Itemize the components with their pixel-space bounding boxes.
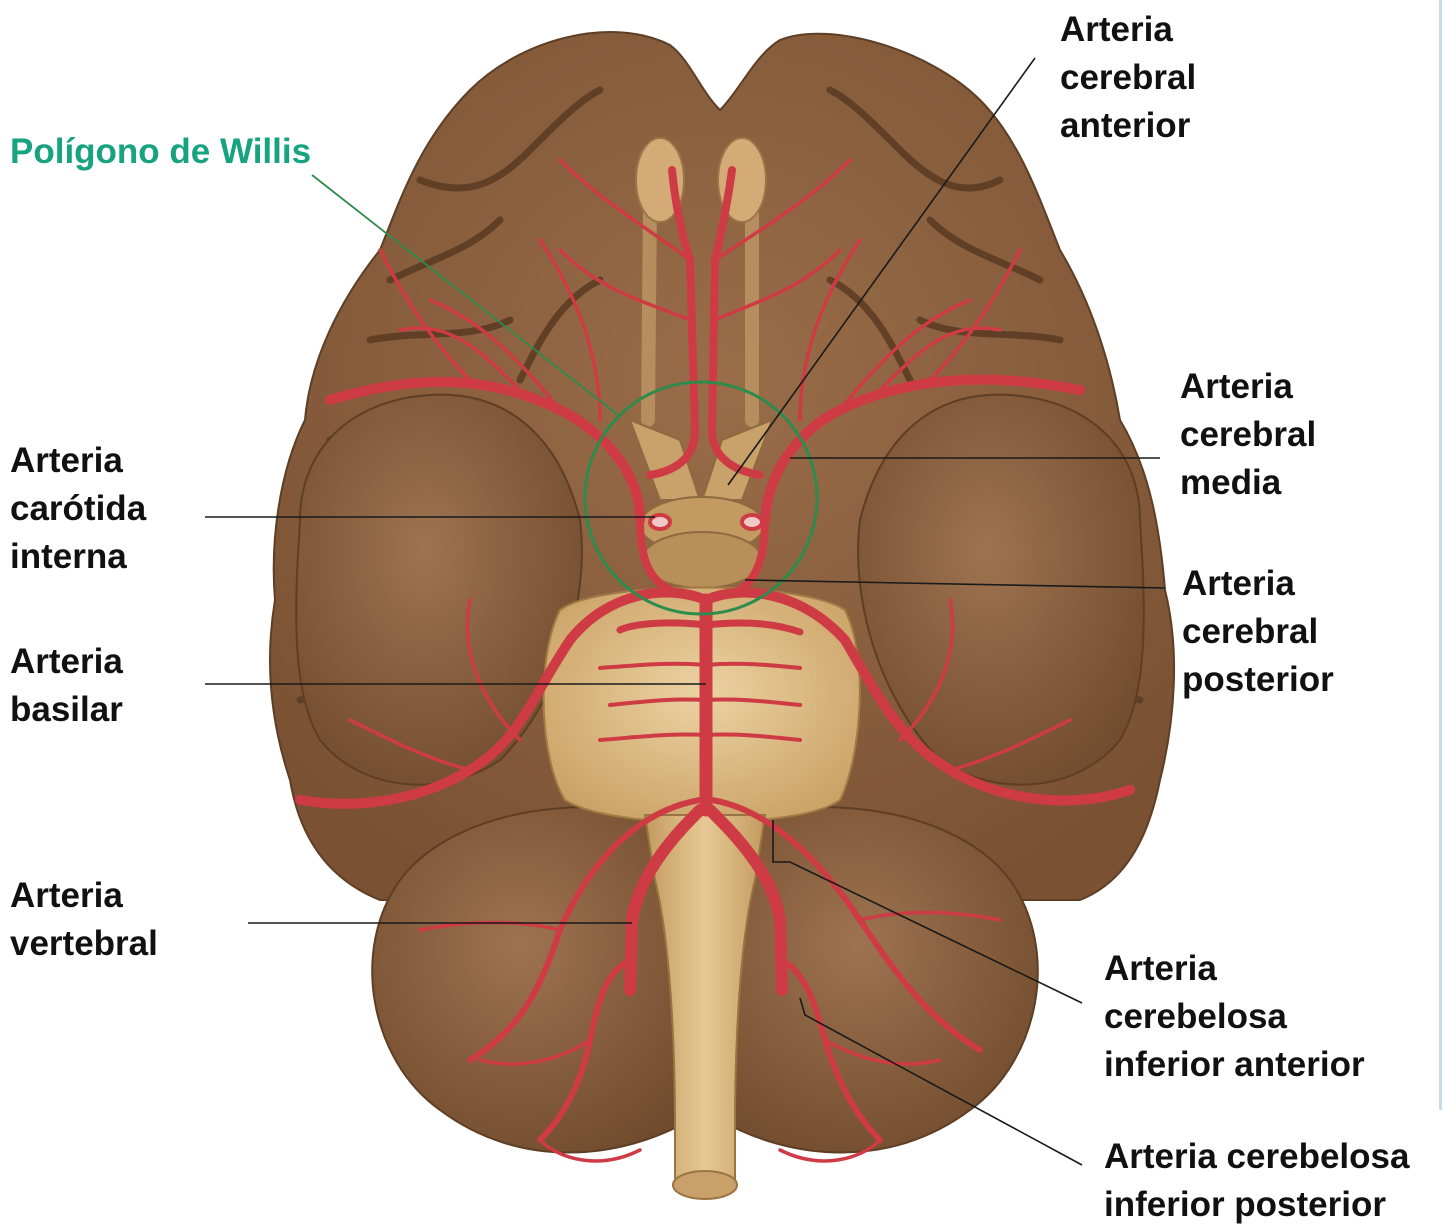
spinal-cord-section (673, 1171, 737, 1199)
label-basilar-artery: Arteria basilar (10, 638, 123, 734)
label-line: Arteria (1182, 560, 1334, 608)
label-line: Arteria (10, 437, 146, 485)
label-aica: Arteria cerebelosa inferior anterior (1104, 945, 1365, 1089)
label-line: cerebelosa (1104, 993, 1365, 1041)
label-anterior-cerebral-artery: Arteria cerebral anterior (1060, 6, 1196, 150)
label-line: media (1180, 459, 1316, 507)
label-line: cerebral (1180, 411, 1316, 459)
label-line: cerebral (1182, 608, 1334, 656)
label-line: Arteria (10, 638, 123, 686)
label-middle-cerebral-artery: Arteria cerebral media (1180, 363, 1316, 507)
label-line: Arteria (10, 872, 158, 920)
label-line: carótida (10, 485, 146, 533)
label-line: vertebral (10, 920, 158, 968)
label-polygon-of-willis-text: Polígono de Willis (10, 128, 311, 176)
page-edge-line (1439, 0, 1442, 1110)
label-line: Arteria (1180, 363, 1316, 411)
label-line: Arteria (1104, 945, 1365, 993)
label-line: Arteria (1060, 6, 1196, 54)
label-line: cerebral (1060, 54, 1196, 102)
label-line: basilar (10, 686, 123, 734)
label-posterior-cerebral-artery: Arteria cerebral posterior (1182, 560, 1334, 704)
label-line: interna (10, 533, 146, 581)
label-line: Arteria cerebelosa (1104, 1133, 1409, 1181)
label-pica: Arteria cerebelosa inferior posterior (1104, 1133, 1409, 1229)
internal-carotid-right-cut (742, 515, 762, 529)
label-internal-carotid-artery: Arteria carótida interna (10, 437, 146, 581)
label-vertebral-artery: Arteria vertebral (10, 872, 158, 968)
label-line: inferior anterior (1104, 1041, 1365, 1089)
label-polygon-of-willis: Polígono de Willis (10, 128, 311, 176)
label-line: posterior (1182, 656, 1334, 704)
label-line: anterior (1060, 102, 1196, 150)
label-line: inferior posterior (1104, 1181, 1409, 1229)
